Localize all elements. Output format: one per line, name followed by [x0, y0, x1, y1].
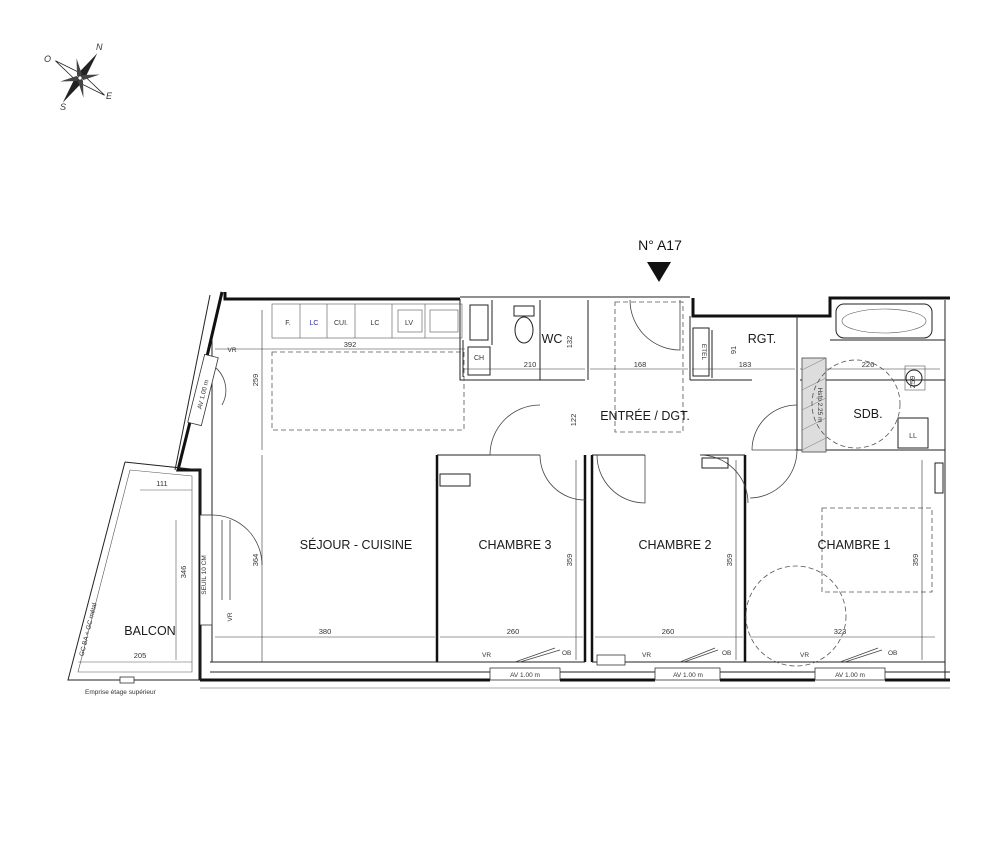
room-chambre1: CHAMBRE 1 — [818, 538, 891, 552]
dim-132: 132 — [565, 336, 574, 349]
kitchen-counter — [271, 303, 463, 339]
dim-183: 183 — [739, 360, 752, 369]
cabinet-icon — [469, 304, 489, 341]
window-av3: AV 1.00 m — [835, 672, 865, 679]
dim-392: 392 — [344, 340, 357, 349]
dim-323: 323 — [834, 627, 847, 636]
washing-machine — [897, 417, 929, 449]
room-sdb: SDB. — [853, 407, 882, 421]
label-ll: LL — [909, 433, 917, 440]
window-av1: AV 1.00 m — [510, 672, 540, 679]
compass-o: O — [44, 54, 51, 64]
kitchen-lc1: LC — [310, 320, 319, 327]
dim-364: 364 — [251, 554, 260, 567]
label-ob-1: OB — [562, 650, 571, 657]
compass-rose-icon — [55, 53, 105, 103]
wardrobe-ch3 — [439, 473, 471, 487]
label-seuil: SEUIL 10 CM — [201, 555, 208, 595]
washbasin-icon — [905, 369, 923, 387]
compass-n: N — [96, 42, 103, 52]
dining-table-outline — [271, 351, 465, 431]
hatched-low-ceiling — [801, 357, 827, 453]
dim-168: 168 — [634, 360, 647, 369]
label-vr-1: VR — [482, 652, 491, 659]
wardrobe-ch2 — [701, 457, 729, 469]
label-ob-3: OB — [888, 650, 897, 657]
compass-s: S — [60, 102, 66, 112]
radiator-icon — [934, 462, 944, 494]
dim-111: 111 — [156, 479, 167, 488]
label-vr-3: VR — [800, 652, 809, 659]
room-entree: ENTRÉE / DGT. — [600, 408, 690, 423]
label-vr-left2: VR — [227, 612, 234, 621]
bed-outline — [821, 507, 933, 593]
sdb-turning-circle — [811, 359, 901, 449]
window-ch2 — [654, 647, 721, 681]
dim-122: 122 — [569, 414, 578, 427]
dim-205: 205 — [134, 651, 147, 660]
balcony — [67, 461, 201, 684]
kitchen-lc2: LC — [371, 320, 380, 327]
label-vr-2: VR — [642, 652, 651, 659]
label-vr-left: VR — [227, 347, 236, 354]
entry-door — [629, 299, 681, 351]
dim-260b: 260 — [662, 627, 675, 636]
window-left-bottom — [199, 514, 213, 626]
kitchen-lv: LV — [405, 320, 413, 327]
window-ch3 — [489, 647, 561, 681]
label-ob-2: OB — [722, 650, 731, 657]
window-ch1 — [814, 647, 886, 681]
dim-359b: 359 — [725, 554, 734, 567]
interior-walls — [210, 299, 945, 663]
dim-346: 346 — [179, 566, 188, 579]
slider-lines — [221, 520, 231, 600]
entrance-arrow-icon — [647, 262, 671, 282]
room-sejour: SÉJOUR - CUISINE — [300, 537, 413, 552]
boiler-ch — [467, 346, 491, 376]
dim-259b: 259 — [908, 376, 917, 389]
label-hsp: Hsfp 2.25 m — [816, 387, 823, 422]
note-emprise: Emprise étage supérieur — [85, 689, 157, 696]
internal-doors — [211, 364, 798, 566]
compass-e: E — [106, 91, 113, 101]
ch1-turning-circle — [745, 565, 847, 667]
room-chambre3: CHAMBRE 3 — [479, 538, 552, 552]
vent-grille — [596, 654, 626, 666]
window-left-top — [187, 353, 219, 427]
dim-380: 380 — [319, 627, 332, 636]
window-av2: AV 1.00 m — [673, 672, 703, 679]
dim-91: 91 — [729, 346, 738, 354]
room-chambre2: CHAMBRE 2 — [639, 538, 712, 552]
room-rgt: RGT. — [748, 332, 776, 346]
dim-359a: 359 — [565, 554, 574, 567]
dim-359c: 359 — [911, 554, 920, 567]
label-etel: ETEL — [700, 344, 707, 361]
dim-lines-vertical — [261, 310, 923, 662]
sink-icon — [397, 309, 423, 333]
dim-260a: 260 — [507, 627, 520, 636]
apartment-number: N° A17 — [638, 237, 682, 253]
entry-closet-outline — [614, 301, 684, 433]
room-wc: WC — [542, 332, 563, 346]
dim-210: 210 — [524, 360, 537, 369]
bathtub-icon — [835, 303, 933, 339]
kitchen-f: F. — [285, 320, 291, 327]
label-ch: CH — [474, 355, 484, 362]
toilet-icon — [513, 305, 535, 344]
kitchen-cui: CUI. — [334, 320, 348, 327]
dim-226: 226 — [862, 360, 875, 369]
room-balcon: BALCON — [124, 624, 175, 638]
electrical-panel — [692, 327, 710, 377]
dim-259: 259 — [251, 374, 260, 387]
